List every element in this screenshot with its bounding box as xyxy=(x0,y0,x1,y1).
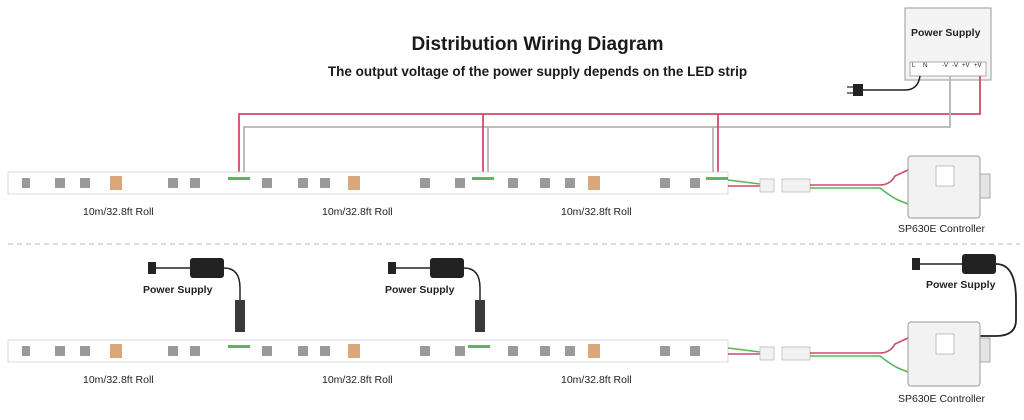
roll-label: 10m/32.8ft Roll xyxy=(322,374,393,386)
psu-terminal-n: N xyxy=(923,63,928,69)
psu-terminal-neg2: -V xyxy=(952,63,958,69)
top-power-supply xyxy=(904,7,992,81)
controller-label: SP630E Controller xyxy=(898,393,985,405)
top-controller-lead xyxy=(727,169,909,205)
psu-terminal-neg1: -V xyxy=(942,63,948,69)
top-ac-plug xyxy=(847,75,921,96)
top-led-strip xyxy=(7,171,729,195)
bottom-controller-lead xyxy=(727,337,909,373)
psu-terminal-pos2: +V xyxy=(974,63,982,69)
roll-label: 10m/32.8ft Roll xyxy=(322,206,393,218)
roll-label: 10m/32.8ft Roll xyxy=(83,374,154,386)
top-controller xyxy=(907,155,991,219)
roll-label: 10m/32.8ft Roll xyxy=(83,206,154,218)
diagram-subtitle: The output voltage of the power supply d… xyxy=(327,64,748,79)
bottom-controller xyxy=(907,321,991,387)
power-supply-label: Power Supply xyxy=(926,279,996,291)
controller-label: SP630E Controller xyxy=(898,223,985,235)
power-supply-label: Power Supply xyxy=(385,284,455,296)
psu-terminal-pos1: +V xyxy=(962,63,970,69)
psu-terminal-l: L xyxy=(912,63,916,69)
roll-label: 10m/32.8ft Roll xyxy=(561,206,632,218)
top-wiring-bus xyxy=(238,76,981,172)
roll-label: 10m/32.8ft Roll xyxy=(561,374,632,386)
top-power-supply-label: Power Supply xyxy=(911,27,981,39)
diagram-title: Distribution Wiring Diagram xyxy=(411,34,664,55)
bottom-adapters xyxy=(148,254,1017,337)
power-supply-label: Power Supply xyxy=(143,284,213,296)
bottom-led-strip xyxy=(7,339,729,363)
